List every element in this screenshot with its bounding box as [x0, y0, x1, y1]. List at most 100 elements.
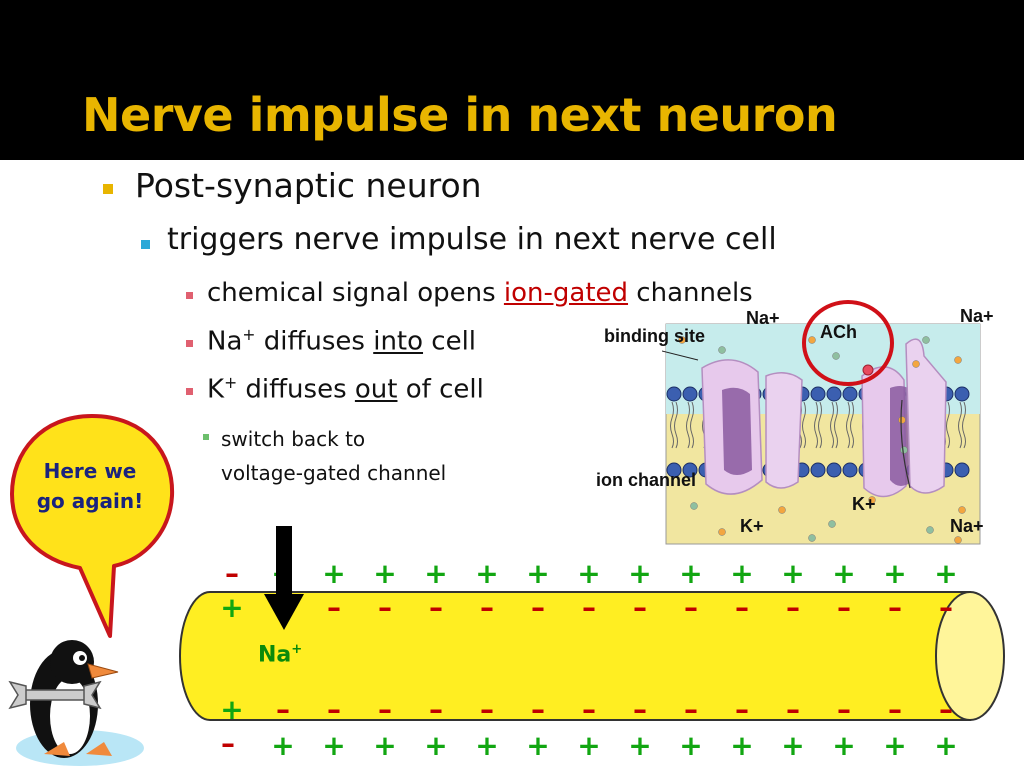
bullet-text: of cell — [397, 374, 484, 405]
minus-charge: – — [633, 693, 647, 726]
ach-highlight-circle — [802, 300, 894, 386]
ion-particle — [828, 520, 836, 528]
phospholipid-head — [666, 462, 682, 478]
membrane-channel-diagram — [662, 323, 981, 545]
minus-charge: – — [786, 591, 800, 624]
plus-charge: + — [934, 557, 958, 590]
binding-site-pointer — [662, 350, 699, 361]
minus-charge: – — [735, 591, 749, 624]
phospholipid-tail — [834, 401, 838, 449]
bullet-marker-l3b — [186, 340, 193, 347]
phospholipid-tail — [850, 401, 854, 449]
plus-charge: + — [832, 557, 856, 590]
phospholipid-tail — [818, 401, 822, 449]
ion-particle — [912, 360, 920, 368]
bullet-text: cell — [423, 326, 477, 357]
phospholipid-head — [810, 462, 826, 478]
minus-charge: – — [837, 591, 851, 624]
plus-charge: + — [475, 557, 499, 590]
minus-charge: – — [378, 693, 392, 726]
na-sup: + — [291, 642, 303, 657]
ion-particle — [718, 346, 726, 354]
ion-particle — [922, 336, 930, 344]
axon-cylinder — [179, 591, 1005, 721]
down-arrow-icon — [264, 526, 304, 630]
ion-particle — [778, 506, 786, 514]
title-bar: Nerve impulse in next neuron — [0, 0, 1024, 158]
slide-title: Nerve impulse in next neuron — [82, 88, 838, 142]
ion-particle — [718, 528, 726, 536]
minus-charge: – — [429, 591, 443, 624]
plus-charge: + — [730, 557, 754, 590]
plus-charge: + — [475, 729, 499, 762]
phospholipid-tail — [686, 401, 690, 449]
minus-charge: – — [888, 591, 902, 624]
plus-charge: + — [781, 557, 805, 590]
plus-charge: + — [628, 729, 652, 762]
speech-bubble — [10, 414, 175, 638]
phospholipid-head — [954, 386, 970, 402]
plus-charge: + — [373, 729, 397, 762]
label-ach: ACh — [820, 322, 857, 342]
plus-charge: + — [679, 729, 703, 762]
ion-particle — [900, 446, 908, 454]
bullet-text: chemical signal opens — [207, 278, 504, 308]
bullet-post-synaptic: Post-synaptic neuron — [135, 166, 482, 205]
minus-charge: – — [327, 693, 341, 726]
speech-line: go again! — [36, 489, 144, 513]
plus-charge: + — [220, 591, 244, 624]
plus-charge: + — [934, 729, 958, 762]
minus-charge: – — [939, 591, 953, 624]
phospholipid-head — [682, 462, 698, 478]
bullet-triggers: triggers nerve impulse in next nerve cel… — [167, 222, 777, 257]
plus-charge: + — [526, 557, 550, 590]
bullet-marker-l2 — [141, 240, 150, 249]
phospholipid-head — [826, 386, 842, 402]
ion-particle — [808, 336, 816, 344]
phospholipid-head — [842, 462, 858, 478]
bullet-marker-l4 — [203, 434, 209, 440]
bullet-marker-l3c — [186, 388, 193, 395]
bullet-text: K — [207, 374, 225, 405]
plus-charge: + — [883, 557, 907, 590]
plus-charge: + — [577, 557, 601, 590]
bullet-text: channels — [628, 278, 753, 308]
minus-charge: – — [531, 693, 545, 726]
phospholipid-head — [954, 462, 970, 478]
minus-charge: – — [327, 591, 341, 624]
ion-channel-protein-left-right — [765, 372, 803, 489]
minus-charge: – — [582, 693, 596, 726]
minus-charge: – — [684, 693, 698, 726]
minus-charge: – — [888, 693, 902, 726]
bullet-chemical-signal: chemical signal opens ion-gated channels — [207, 278, 753, 308]
bullet-text: diffuses — [255, 326, 374, 357]
superscript: + — [242, 326, 256, 344]
plus-charge: + — [679, 557, 703, 590]
label-na-top-left: Na+ — [746, 308, 780, 328]
minus-charge: – — [378, 591, 392, 624]
minus-charge: – — [480, 591, 494, 624]
phospholipid-head — [682, 386, 698, 402]
minus-charge: – — [276, 693, 290, 726]
label-k-lower-right: K+ — [852, 494, 876, 514]
phospholipid-head — [842, 386, 858, 402]
minus-charge: – — [429, 693, 443, 726]
plus-charge: + — [220, 693, 244, 726]
key-term-out: out — [354, 374, 398, 405]
ach-molecule-icon — [862, 364, 874, 376]
minus-charge: – — [633, 591, 647, 624]
plus-charge: + — [526, 729, 550, 762]
minus-charge: – — [684, 591, 698, 624]
minus-charge: – — [582, 591, 596, 624]
plus-charge: + — [628, 557, 652, 590]
ion-particle — [958, 506, 966, 514]
key-term-into: into — [373, 326, 424, 357]
ion-particle — [868, 496, 876, 504]
minus-charge: – — [939, 693, 953, 726]
label-na-bottom-right: Na+ — [950, 516, 984, 536]
minus-charge: – — [786, 693, 800, 726]
key-term-ion-gated: ion-gated — [503, 278, 629, 308]
na-text: Na — [258, 642, 292, 668]
bullet-text: Na — [207, 326, 243, 357]
phospholipid-tail — [674, 401, 678, 449]
